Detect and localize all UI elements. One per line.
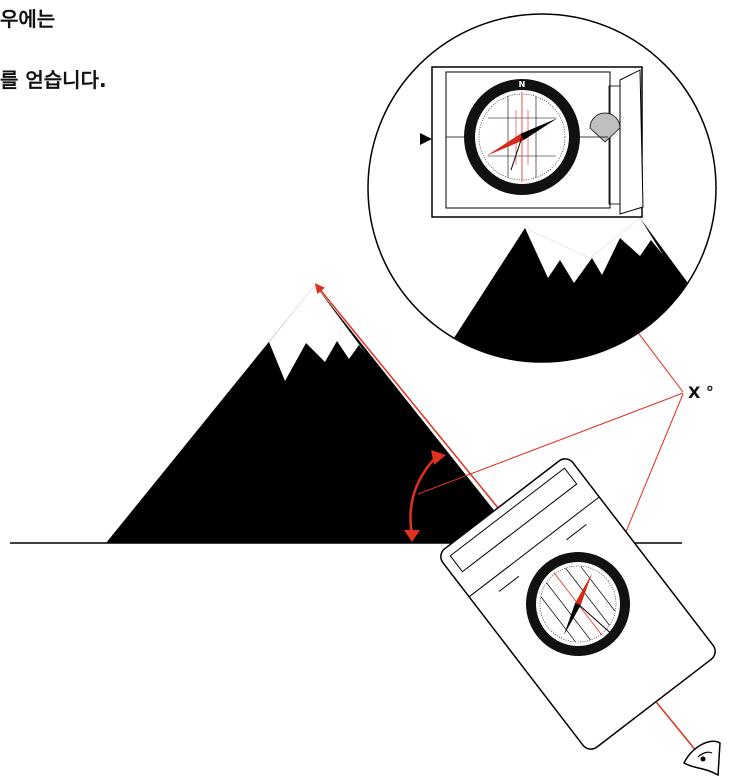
eye-icon bbox=[683, 740, 721, 777]
zoom-compass-north: N bbox=[519, 80, 526, 89]
angle-x-label: X ° bbox=[688, 383, 714, 402]
zoom-compass-dial: N bbox=[464, 79, 580, 195]
mountain-snow-cap bbox=[269, 285, 367, 381]
text-line-2: 를 얻습니다. bbox=[0, 68, 107, 92]
mountain bbox=[106, 285, 520, 543]
angle-arc-arrow bbox=[404, 450, 446, 542]
zoom-compass-needle bbox=[486, 118, 558, 156]
tilted-compass bbox=[440, 458, 716, 750]
text-line-1: 우에는 bbox=[0, 7, 56, 31]
zoom-compass: N bbox=[420, 66, 644, 218]
tilted-compass-clinometer-needle bbox=[577, 603, 611, 633]
zoom-snow-cap bbox=[525, 218, 663, 283]
tilted-compass-needle bbox=[563, 573, 593, 635]
zoom-view: N bbox=[367, 13, 717, 363]
